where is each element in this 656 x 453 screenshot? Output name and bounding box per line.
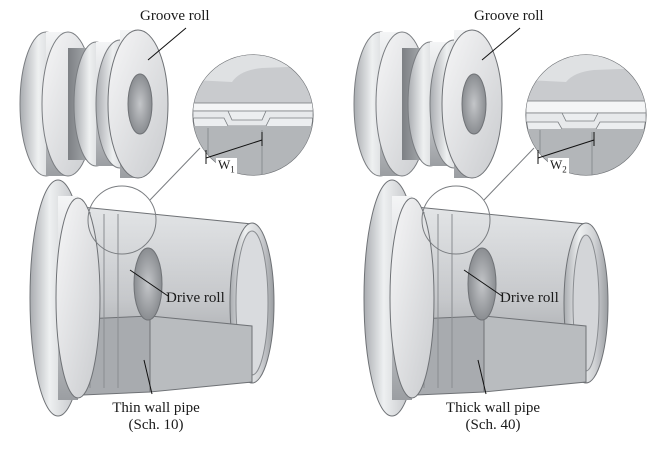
right-groove-roll (353, 29, 503, 179)
right-pipe-label-line2: (Sch. 40) (465, 417, 521, 433)
left-pipe-leader (143, 359, 153, 395)
right-width-label: W2 (548, 158, 569, 177)
left-width-label: W1 (216, 158, 237, 177)
left-groove-leader (147, 27, 187, 61)
right-drive-roll (363, 179, 497, 417)
left-detail-magnifier (192, 54, 314, 176)
left-panel (19, 27, 314, 417)
left-contact-circle (87, 185, 157, 255)
right-pipe-label: Thick wall pipe (Sch. 40) (428, 400, 558, 434)
right-pipe-leader (477, 359, 487, 395)
right-groove-leader (481, 27, 521, 61)
right-width-symbol: W (550, 157, 563, 172)
left-pipe-label-line1: Thin wall pipe (112, 400, 200, 416)
left-pipe-label-line2: (Sch. 10) (128, 417, 184, 433)
left-pipe-label: Thin wall pipe (Sch. 10) (96, 400, 216, 434)
left-groove-roll-label: Groove roll (140, 8, 210, 24)
left-drive-roll-label: Drive roll (166, 290, 225, 306)
left-width-subscript: 1 (230, 164, 235, 175)
right-drive-roll-label: Drive roll (500, 290, 559, 306)
right-panel (353, 27, 647, 417)
left-width-symbol: W (218, 157, 231, 172)
right-detail-magnifier (525, 54, 647, 176)
right-pipe (393, 205, 609, 397)
left-drive-leader (129, 269, 169, 297)
right-drive-leader (463, 269, 503, 297)
left-drive-roll (29, 179, 163, 417)
right-pipe-label-line1: Thick wall pipe (445, 400, 541, 416)
right-width-subscript: 2 (562, 164, 567, 175)
right-groove-roll-label: Groove roll (474, 8, 544, 24)
right-contact-circle (421, 185, 491, 255)
left-groove-roll (19, 29, 169, 179)
